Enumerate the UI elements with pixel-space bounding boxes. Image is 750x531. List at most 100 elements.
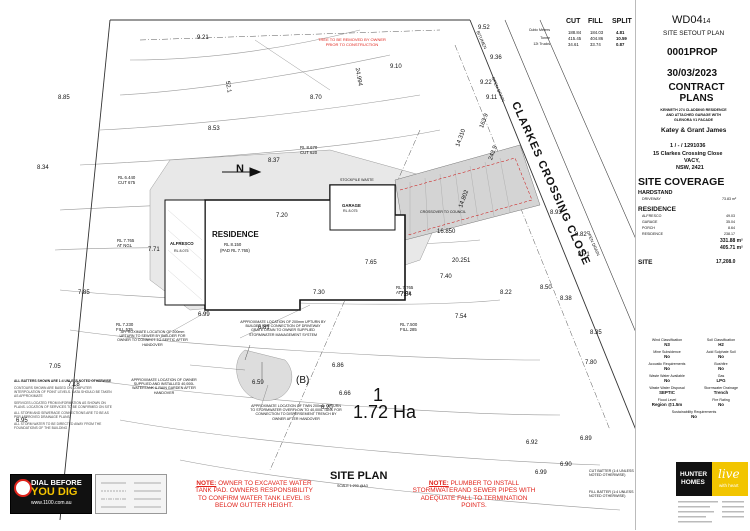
site-plan-title: SITE PLAN — [330, 470, 388, 482]
general-note: CONTOURS SHOWN ARE BASED ON COMPUTER INT… — [14, 385, 112, 398]
tree-removal-note: TREE TO BE REMOVED BY OWNER PRIOR TO CON… — [318, 37, 386, 47]
coverage-item-label: GARAGE — [642, 220, 658, 224]
spot-level: 6.99 — [535, 470, 547, 476]
drawing-revision: 14 — [702, 18, 711, 25]
spot-level: 8.93 — [550, 210, 562, 216]
classification-value: No — [664, 378, 670, 384]
spot-level: 7.05 — [49, 364, 61, 370]
classification-label: Acid Sulphate Soil — [706, 350, 736, 354]
spot-level: 9.21 — [197, 35, 209, 41]
spot-level: 9.36 — [490, 55, 502, 61]
note-water-tank: NOTE: OWNER TO EXCAVATE WATER TANK PAD. … — [193, 480, 315, 510]
split-value: 0.87 — [616, 42, 625, 47]
street-address: 15 Clarkes Crossing Close — [653, 151, 723, 157]
lot-dp: 1 / - / 1291036 — [670, 143, 706, 149]
spot-level: 8.70 — [310, 95, 322, 101]
split-value: 10.59 — [616, 36, 627, 41]
tagline-line2: with heart — [719, 483, 739, 488]
note-label: NOTE: — [428, 480, 449, 487]
spot-level: 6.90 — [560, 462, 572, 468]
fill-batter-legend: FILL BATTER (1:4 UNLESS NOTED OTHERWISE) — [589, 490, 634, 499]
cut-header: CUT — [566, 18, 581, 25]
dim-20251: 20.251 — [452, 258, 471, 264]
spot-level: 8.37 — [268, 158, 280, 164]
plan-status: CONTRACT PLANS — [668, 82, 725, 104]
annotation-water-tank: APPROXIMATE LOCATION OF OWNER SUPPLIED A… — [131, 378, 197, 395]
dbyd-line1: DIAL BEFORE — [31, 478, 82, 487]
dbyd-url: www.1100.com.au — [31, 500, 72, 506]
brand-name-line1: HUNTER — [680, 471, 708, 478]
fill-value: 33.74 — [590, 42, 601, 47]
spot-level: 6.86 — [332, 363, 344, 369]
spot-level: 7.65 — [365, 260, 377, 266]
hardstand-label: HARDSTAND — [638, 190, 673, 196]
classification-value: N3 — [664, 342, 670, 348]
spot-level: 7.85 — [78, 290, 90, 296]
classification-label: Bushfire — [714, 362, 728, 366]
coverage-item-label: PORCH — [642, 226, 655, 230]
rl-label-5: RL 7.500 FILL 285 — [400, 322, 418, 332]
spot-level: 8.34 — [37, 165, 49, 171]
rl-label-2: RL 8.670 CUT 620 — [300, 145, 318, 155]
site-label: SITE — [638, 259, 653, 266]
cut-batter-legend: CUT BATTER (1:4 UNLESS NOTED OTHERWISE) — [589, 469, 634, 478]
garage-label: GARAGE — [342, 203, 361, 208]
classification-value: No — [664, 354, 670, 360]
classification-value: Trench — [713, 390, 729, 396]
legend-symbols — [95, 474, 167, 514]
title-block: WD0414 SITE SETOUT PLAN 0001PROP 30/03/2… — [635, 0, 750, 530]
brand-name-line2: HOMES — [681, 479, 705, 486]
suburb: VACY, — [684, 158, 700, 164]
spot-level: 8.82 — [575, 232, 587, 238]
rl-label-4: RL 7.230 FILL 535 — [116, 322, 134, 332]
company-details — [676, 498, 748, 526]
cut-value: 188.84 — [568, 30, 582, 35]
classification-value: SEPTIC — [659, 390, 675, 396]
general-note: ALL STORM WATER TO BE DIRECTED AWAY FROM… — [14, 422, 102, 431]
classification-value: H2 — [718, 342, 724, 348]
classification-label: Stormwater Drainage — [704, 386, 738, 390]
spot-level: 7.40 — [440, 274, 452, 280]
coverage-item-value: 238.17 — [724, 232, 735, 236]
spot-level: 8.71 — [578, 252, 590, 258]
cut-value: 415.45 — [568, 36, 582, 41]
spot-level: 8.22 — [500, 290, 512, 296]
design-line2: AND ATTACHED GARAGE WITH — [666, 113, 721, 117]
rl-label-6: RL 7.765 AT NGL — [396, 285, 414, 295]
classification-label: Acoustic Requirements — [648, 362, 686, 366]
state-postcode: NSW, 2421 — [676, 165, 704, 171]
residence-rl: RL 8.150 — [224, 242, 242, 247]
spot-level: 8.53 — [208, 126, 220, 132]
spot-level: 8.35 — [590, 330, 602, 336]
split-header: SPLIT — [612, 18, 632, 25]
job-number: 0001PROP — [667, 47, 718, 58]
classification-label: Mine Subsidence — [653, 350, 681, 354]
cut-fill-row-label: 12t Trucks — [533, 42, 550, 46]
classification-value: No — [718, 366, 724, 372]
annotation-stormwater: APPROXIMATE LOCATION OF 200mm UPTURN BY … — [240, 320, 326, 337]
spot-level: 9.52 — [478, 25, 490, 31]
alfresco-label: ALFRESCO — [170, 241, 194, 246]
general-note: ALL STORM AND SEWERAGE CONNECTIONS ARE T… — [14, 411, 109, 420]
spot-level: 6.20 — [321, 405, 333, 411]
fill-header: FILL — [588, 18, 603, 25]
spot-level: 7.30 — [313, 290, 325, 296]
classification-value: No — [718, 354, 724, 360]
general-note: ALL BATTERS SHOWN ARE 1:4 UNLESS NOTED O… — [14, 379, 112, 383]
driveway-label: DRIVEWAY — [642, 197, 661, 201]
spot-level: 7.20 — [276, 213, 288, 219]
spot-level: 7.18 — [68, 382, 80, 388]
fill-value: 404.86 — [590, 36, 604, 41]
annotation-twin-upturn: APPROXIMATE LOCATION OF TWIN 200mm UPTUR… — [250, 404, 342, 421]
design-line1: KENNETH 274 CLADDING RESIDENCE — [660, 108, 727, 112]
rl-label-3: RL 7.765 AT NGL — [117, 238, 135, 248]
legend-symbols-graphic — [101, 482, 161, 508]
